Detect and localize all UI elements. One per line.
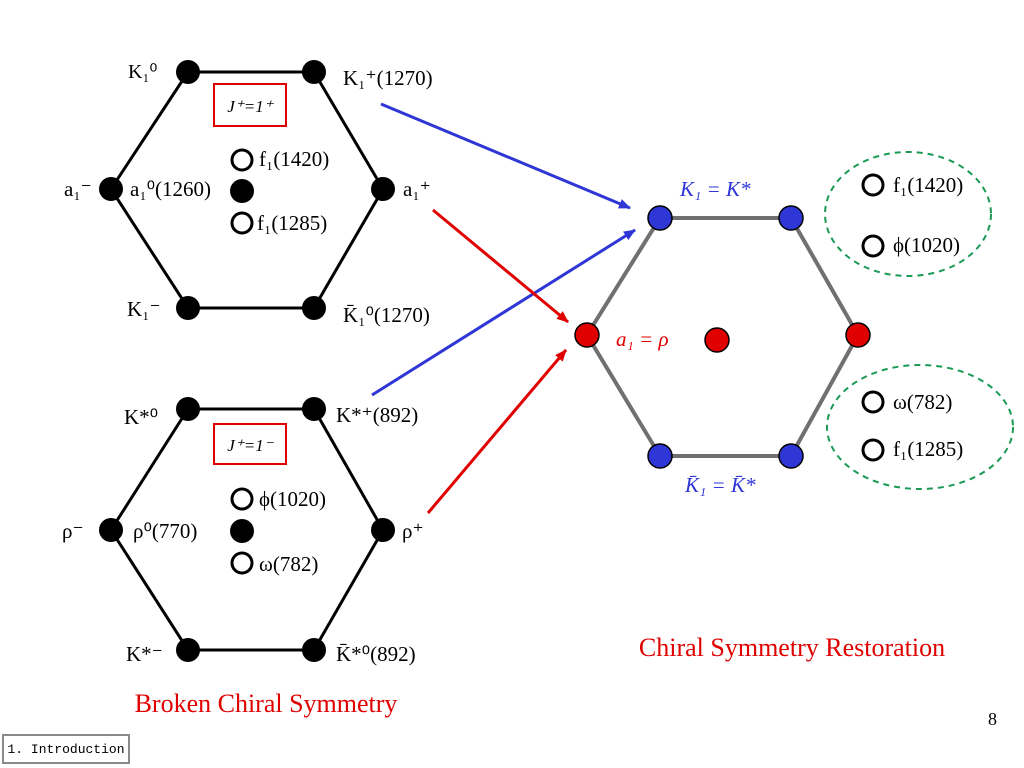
upper-group-circle-1 (861, 173, 885, 197)
lower-group-ellipse (826, 364, 1014, 490)
vector-singlet-upper-circle (230, 487, 254, 511)
vector-node-top-left (176, 397, 200, 421)
arrow-axial-strange-to-restored (380, 102, 631, 210)
restored-node-right (845, 322, 871, 348)
restored-node-left (574, 322, 600, 348)
vector-label-singlet-lower: ω(782) (259, 552, 318, 576)
vector-label-bottom-right: K̄*⁰(892) (336, 642, 416, 666)
vector-node-left (99, 518, 123, 542)
vector-node-center (230, 519, 254, 543)
vector-node-top-right (302, 397, 326, 421)
lower-group-label-2: f₁(1285) (893, 437, 963, 461)
axial-node-right (371, 177, 395, 201)
vector-quantum-box (213, 423, 287, 465)
axial-label-right: a₁⁺ (403, 177, 431, 201)
axial-singlet-upper-circle (230, 148, 254, 172)
axial-node-top-left (176, 60, 200, 84)
vector-label-left: ρ⁻ (62, 519, 84, 543)
page-number: 8 (988, 709, 997, 729)
vector-label-bottom-left: K*⁻ (126, 642, 163, 666)
lower-group-circle-2 (861, 438, 885, 462)
vector-label-right: ρ⁺ (402, 519, 424, 543)
vector-label-singlet-upper: ϕ(1020) (259, 487, 326, 511)
axial-label-bottom-left: K₁⁻ (127, 297, 161, 321)
restored-center-label: a₁ = ρ (616, 327, 669, 351)
arrow-vector-isovector-to-restored (426, 349, 568, 514)
axial-node-top-right (302, 60, 326, 84)
broken-symmetry-caption: Broken Chiral Symmetry (135, 689, 398, 718)
axial-quantum-box (213, 83, 287, 127)
axial-label-top-left: K₁⁰ (128, 61, 157, 83)
axial-multiplet: J⁺=1⁺ K₁⁰ K₁⁺(1270) a₁⁻ a₁⁰(1260) a₁⁺ K₁… (64, 60, 433, 327)
restored-upper-group: f₁(1420) ϕ(1020) (824, 151, 992, 277)
lower-group-circle-1 (861, 390, 885, 414)
restored-node-top-right (778, 205, 804, 231)
restored-node-bottom-left (647, 443, 673, 469)
vector-quantum-number: J⁺=1⁻ (227, 436, 274, 455)
restored-bottom-label: K̄₁ = K̄* (684, 473, 756, 497)
upper-group-label-1: f₁(1420) (893, 173, 963, 197)
section-tab[interactable]: 1. Introduction (2, 734, 130, 764)
axial-label-top-right: K₁⁺(1270) (343, 66, 433, 90)
axial-node-center (230, 179, 254, 203)
vector-multiplet: J⁺=1⁻ K*⁰ K*⁺(892) ρ⁻ ρ⁰(770) ρ⁺ K*⁻ K̄*… (62, 397, 424, 666)
lower-group-label-1: ω(782) (893, 390, 952, 414)
upper-group-circle-2 (861, 234, 885, 258)
arrows (371, 102, 636, 514)
vector-node-bottom-right (302, 638, 326, 662)
vector-label-center: ρ⁰(770) (133, 519, 197, 543)
vector-singlet-lower-circle (230, 551, 254, 575)
axial-node-left (99, 177, 123, 201)
restoration-caption: Chiral Symmetry Restoration (639, 633, 945, 662)
vector-label-top-right: K*⁺(892) (336, 403, 418, 427)
axial-node-bottom-left (176, 296, 200, 320)
axial-label-singlet-lower: f₁(1285) (257, 211, 327, 235)
axial-node-bottom-right (302, 296, 326, 320)
restored-multiplet: K₁ = K* a₁ = ρ K̄₁ = K̄* (574, 177, 871, 497)
upper-group-label-2: ϕ(1020) (893, 233, 960, 257)
axial-quantum-number: J⁺=1⁺ (227, 97, 274, 116)
section-label: 1. Introduction (7, 741, 125, 757)
axial-label-left: a₁⁻ (64, 177, 92, 201)
restored-lower-group: ω(782) f₁(1285) (826, 364, 1014, 490)
arrow-axial-isovector-to-restored (432, 208, 569, 324)
vector-node-bottom-left (176, 638, 200, 662)
axial-label-center: a₁⁰(1260) (130, 177, 211, 201)
vector-node-right (371, 518, 395, 542)
axial-singlet-lower-circle (230, 211, 254, 235)
restored-top-label: K₁ = K* (679, 177, 751, 201)
axial-label-bottom-right: K̄₁⁰(1270) (343, 303, 430, 327)
arrow-vector-strange-to-restored (371, 228, 636, 397)
restored-node-bottom-right (778, 443, 804, 469)
restored-node-center (704, 327, 730, 353)
axial-label-singlet-upper: f₁(1420) (259, 147, 329, 171)
upper-group-ellipse (824, 151, 992, 277)
restored-node-top-left (647, 205, 673, 231)
vector-label-top-left: K*⁰ (124, 405, 158, 429)
